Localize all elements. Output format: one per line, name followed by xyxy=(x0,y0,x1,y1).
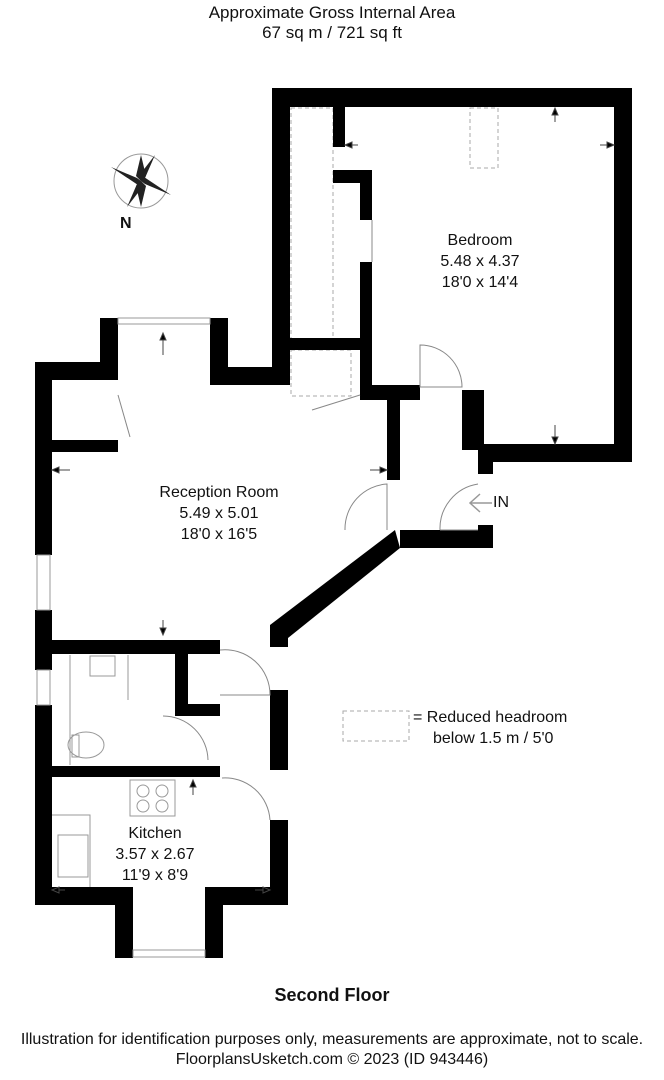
compass-icon xyxy=(111,153,171,209)
entrance-label: IN xyxy=(493,494,509,511)
room-label-bedroom: Bedroom 5.48 x 4.37 18'0 x 14'4 xyxy=(380,230,580,293)
walls xyxy=(35,88,632,958)
room-imperial: 18'0 x 16'5 xyxy=(180,526,258,543)
dimension-arrows xyxy=(50,106,616,894)
area-value: 67 sq m / 721 sq ft xyxy=(262,23,402,42)
room-metric: 5.49 x 5.01 xyxy=(179,505,259,522)
basin-icon xyxy=(89,655,116,677)
doors xyxy=(117,220,479,821)
toilet-icon xyxy=(67,731,105,759)
area-title: Approximate Gross Internal Area xyxy=(208,3,456,22)
room-label-reception: Reception Room 5.49 x 5.01 18'0 x 16'5 xyxy=(119,482,319,545)
area-header: Approximate Gross Internal Area 67 sq m … xyxy=(0,3,664,43)
room-imperial: 18'0 x 14'4 xyxy=(441,274,519,291)
hob-icon xyxy=(129,779,176,817)
fixtures xyxy=(52,655,176,887)
copyright: FloorplansUsketch.com © 2023 (ID 943446) xyxy=(175,1051,489,1068)
legend-line1: Reduced headroom xyxy=(426,709,568,726)
floor-label: Second Floor xyxy=(274,985,390,1005)
legend-line2: below 1.5 m / 5'0 xyxy=(433,730,554,747)
room-name: Kitchen xyxy=(128,825,182,842)
sink-icon xyxy=(57,834,89,878)
room-label-kitchen: Kitchen 3.57 x 2.67 11'9 x 8'9 xyxy=(55,823,255,886)
room-name: Reception Room xyxy=(159,484,279,501)
entrance-arrow-icon xyxy=(468,493,492,513)
windows xyxy=(36,317,211,958)
legend-symbol: = xyxy=(413,709,423,726)
room-imperial: 11'9 x 8'9 xyxy=(121,867,189,884)
room-metric: 3.57 x 2.67 xyxy=(115,846,195,863)
footer: Illustration for identification purposes… xyxy=(0,1030,664,1070)
legend: = Reduced headroom below 1.5 m / 5'0 xyxy=(343,707,567,749)
compass-label: N xyxy=(120,215,132,232)
room-name: Bedroom xyxy=(447,232,513,249)
room-metric: 5.48 x 4.37 xyxy=(440,253,520,270)
disclaimer: Illustration for identification purposes… xyxy=(20,1031,644,1048)
